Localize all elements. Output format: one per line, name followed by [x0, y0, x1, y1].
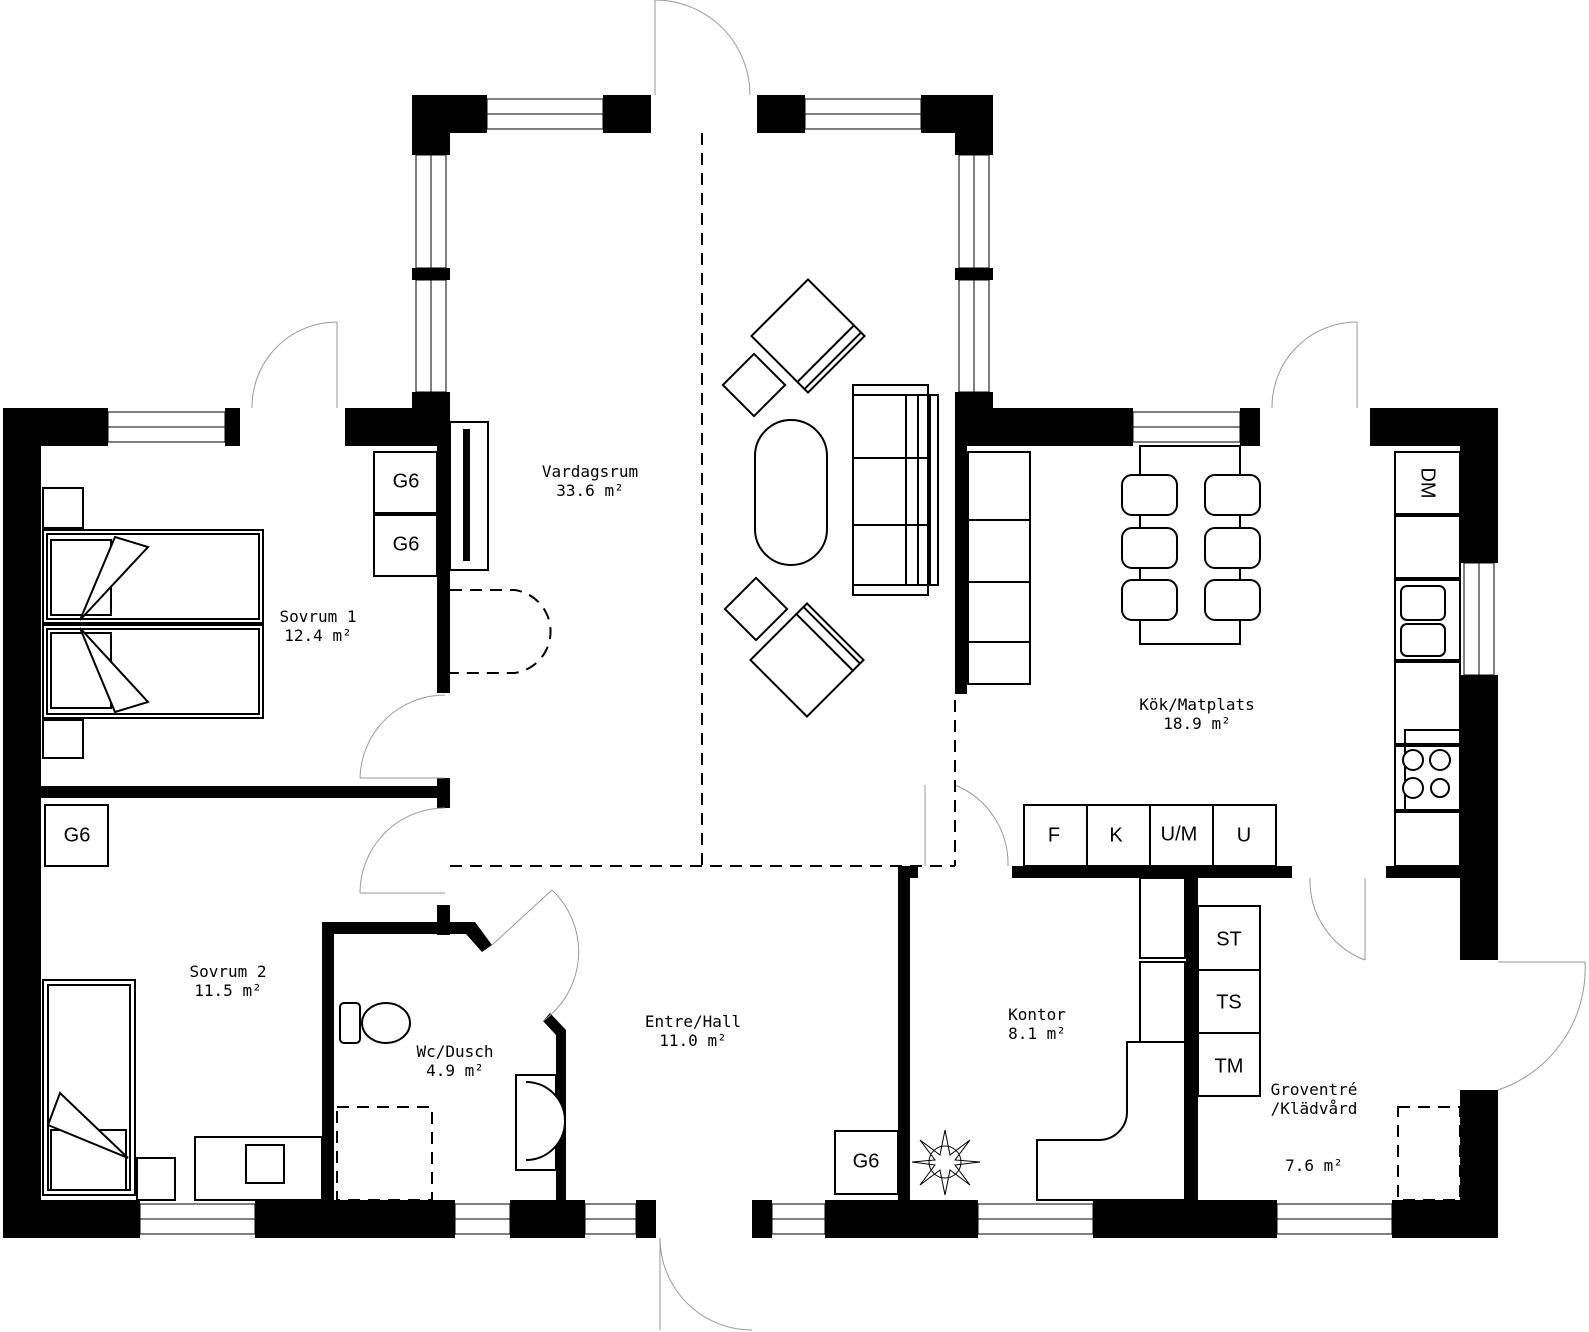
furniture — [42, 278, 1461, 1201]
fixture-label-g6: G6 — [63, 824, 91, 847]
room-area: 4.9 m² — [426, 1061, 484, 1080]
fixture-label-g6: G6 — [852, 1150, 880, 1173]
room-name: Kontor — [1008, 1005, 1066, 1024]
fixture-label-ts: TS — [1216, 991, 1242, 1014]
fixture-label-st: ST — [1216, 928, 1242, 951]
room-name: Sovrum 2 — [189, 962, 267, 981]
windows — [107, 98, 1495, 1235]
room-area: 18.9 m² — [1163, 714, 1231, 733]
fixture-label-dishwasher: DM — [1416, 467, 1439, 499]
room-area: 12.4 m² — [284, 626, 352, 645]
room-name: Wc/Dusch — [416, 1042, 494, 1061]
room-label-groventre: Groventré /Klädvård 7.6 m² — [1271, 1042, 1358, 1194]
doors — [251, 0, 1586, 1331]
room-name: Entre/Hall — [644, 1012, 742, 1031]
room-name: Sovrum 1 — [279, 607, 357, 626]
room-area: 8.1 m² — [1008, 1024, 1066, 1043]
room-label-wc-dusch: Wc/Dusch 4.9 m² — [416, 1042, 493, 1080]
fixture-label-oven: U — [1236, 824, 1252, 847]
room-area: 7.6 m² — [1285, 1156, 1343, 1175]
room-name: Vardagsrum — [541, 462, 639, 481]
room-name: Kök/Matplats — [1139, 695, 1255, 714]
room-label-sovrum-1: Sovrum 1 12.4 m² — [279, 607, 356, 645]
room-label-vardagsrum: Vardagsrum 33.6 m² — [542, 462, 638, 500]
dashed-zones — [336, 133, 1461, 1201]
room-label-kontor: Kontor 8.1 m² — [1008, 1005, 1066, 1043]
fixture-label-g6: G6 — [392, 470, 420, 493]
fixture-label-fridge: F — [1047, 824, 1061, 847]
plant-icon — [911, 1129, 981, 1196]
interior-walls — [41, 408, 1460, 1200]
room-label-entre-hall: Entre/Hall 11.0 m² — [645, 1012, 741, 1050]
room-label-kok-matplats: Kök/Matplats 18.9 m² — [1139, 695, 1255, 733]
room-area: 33.6 m² — [556, 481, 624, 500]
fixture-label-freezer: K — [1109, 824, 1123, 847]
fixture-label-g6: G6 — [392, 533, 420, 556]
room-area: 11.5 m² — [194, 981, 262, 1000]
room-label-sovrum-2: Sovrum 2 11.5 m² — [189, 962, 266, 1000]
room-area: 11.0 m² — [659, 1031, 727, 1050]
fixture-label-tm: TM — [1214, 1055, 1244, 1078]
fixture-label-oven-micro: U/M — [1160, 823, 1198, 846]
room-name: Groventré /Klädvård — [1270, 1080, 1358, 1118]
exterior-walls — [3, 95, 1498, 1238]
